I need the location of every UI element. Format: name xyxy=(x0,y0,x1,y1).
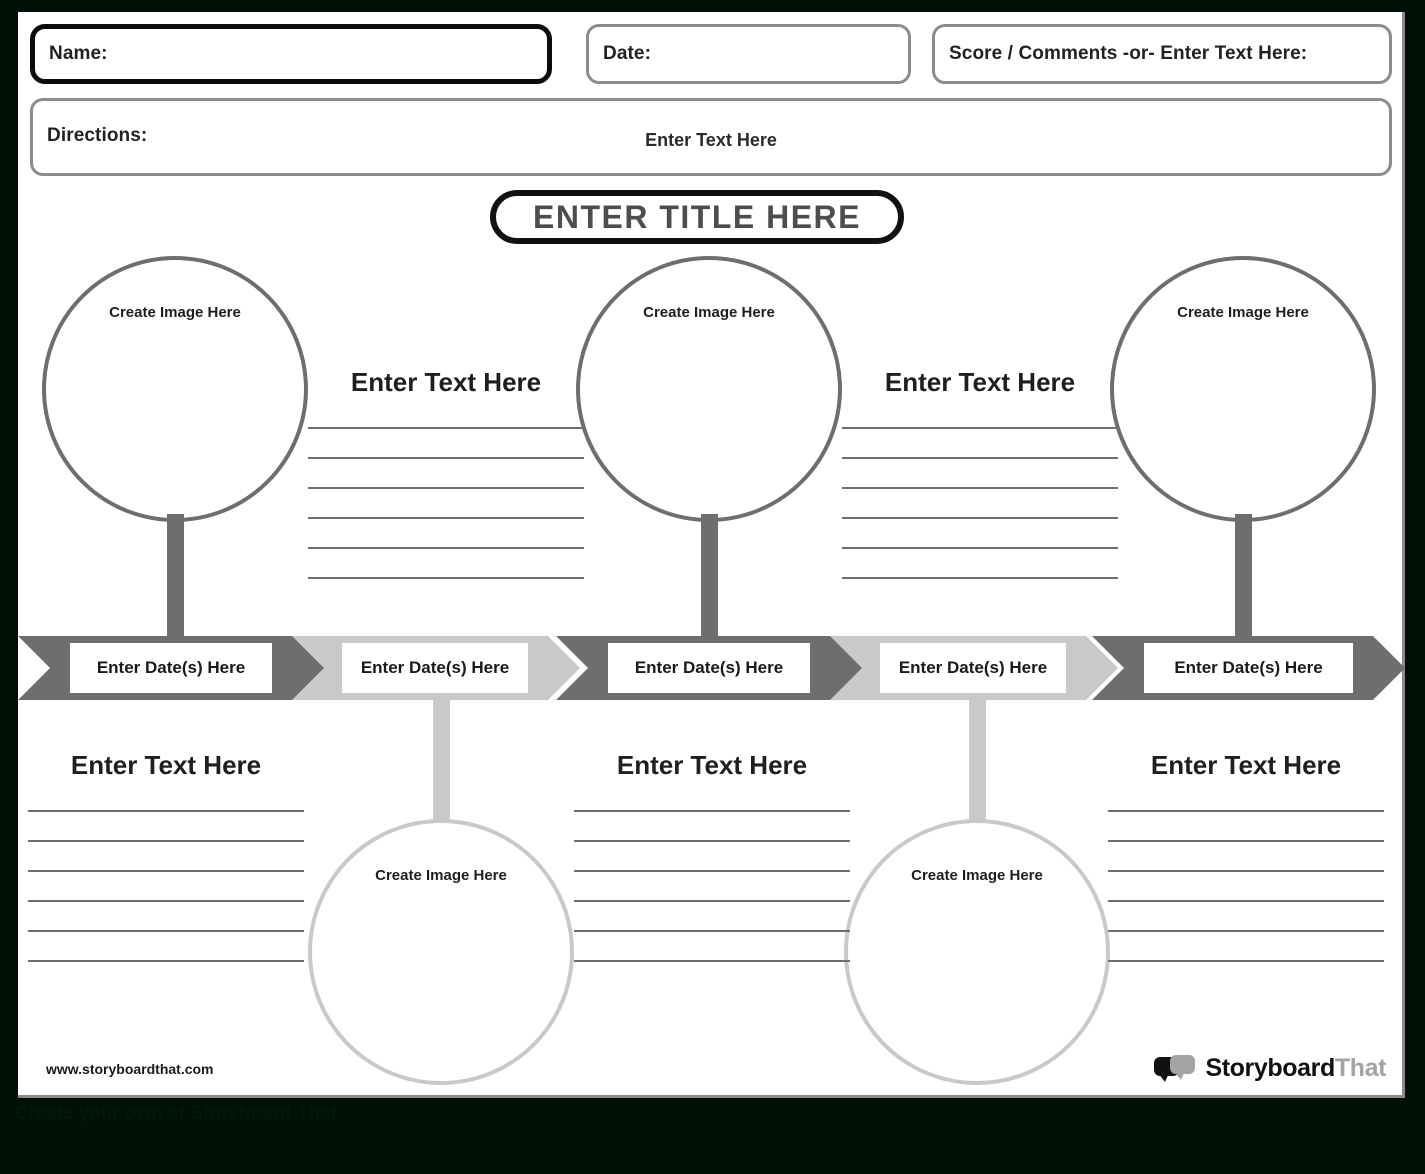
writing-line xyxy=(28,840,304,842)
worksheet-page: Name: Date: Score / Comments -or- Enter … xyxy=(18,12,1405,1098)
directions-value[interactable]: Enter Text Here xyxy=(645,130,777,150)
date-field-label: Date: xyxy=(603,43,652,64)
writing-line xyxy=(308,547,584,549)
text-block-heading: Enter Text Here xyxy=(350,367,542,397)
image-circle-label: Create Image Here xyxy=(911,867,1043,884)
writing-line xyxy=(28,930,304,932)
image-circle-below-2[interactable]: Create Image Here xyxy=(844,819,1110,1085)
writing-line xyxy=(28,900,304,902)
writing-line xyxy=(28,960,304,962)
text-block-heading: Enter Text Here xyxy=(616,750,808,780)
writing-line xyxy=(308,577,584,579)
date-box-label: Enter Date(s) Here xyxy=(898,658,1048,677)
text-block-heading: Enter Text Here xyxy=(70,750,262,780)
image-circle-label: Create Image Here xyxy=(643,304,775,321)
writing-lines[interactable] xyxy=(574,810,850,990)
header-fields-row: Name: Date: Score / Comments -or- Enter … xyxy=(30,24,1392,84)
storyboardthat-logo[interactable]: StoryboardThat xyxy=(1148,1050,1392,1087)
name-field-label: Name: xyxy=(49,43,108,64)
title-box[interactable]: ENTER TITLE HERE xyxy=(490,190,904,244)
timeline-segment-3[interactable]: Enter Date(s) Here xyxy=(556,636,862,700)
logo-word-that: That xyxy=(1334,1054,1387,1082)
writing-line xyxy=(28,870,304,872)
writing-lines[interactable] xyxy=(1108,810,1384,990)
text-block-heading: Enter Text Here xyxy=(1150,750,1342,780)
timeline-strip: Enter Date(s) Here Enter Date(s) Here En… xyxy=(18,636,1405,700)
date-box-label: Enter Date(s) Here xyxy=(1174,658,1323,677)
timeline-segment-1[interactable]: Enter Date(s) Here xyxy=(18,636,324,700)
image-circle-label: Create Image Here xyxy=(375,867,507,884)
site-url[interactable]: www.storyboardthat.com xyxy=(46,1061,214,1077)
writing-line xyxy=(574,840,850,842)
text-block-below-1: Enter Text Here xyxy=(28,750,304,962)
writing-line xyxy=(308,427,584,429)
score-comments-field[interactable]: Score / Comments -or- Enter Text Here: xyxy=(932,24,1392,84)
writing-line xyxy=(1108,960,1384,962)
name-field[interactable]: Name: xyxy=(30,24,552,84)
timeline-segment-2[interactable]: Enter Date(s) Here xyxy=(290,636,580,700)
logo-word-storyboard: Storyboard xyxy=(1205,1054,1335,1082)
writing-line xyxy=(1108,900,1384,902)
writing-line xyxy=(842,487,1118,489)
date-box[interactable]: Enter Date(s) Here xyxy=(608,643,810,693)
date-box-label: Enter Date(s) Here xyxy=(634,658,784,677)
timeline-segment-4[interactable]: Enter Date(s) Here xyxy=(828,636,1118,700)
date-box[interactable]: Enter Date(s) Here xyxy=(70,643,272,693)
bottom-bar-text: Create your own at Storyboard That xyxy=(14,1103,338,1124)
node-stem xyxy=(969,700,986,830)
image-circle-below-1[interactable]: Create Image Here xyxy=(308,819,574,1085)
text-block-above-2: Enter Text Here xyxy=(842,367,1118,579)
score-comments-label: Score / Comments -or- Enter Text Here: xyxy=(949,43,1308,64)
writing-line xyxy=(28,810,304,812)
node-stem xyxy=(1235,514,1252,640)
text-block-heading: Enter Text Here xyxy=(884,367,1076,397)
text-block-above-1: Enter Text Here xyxy=(308,367,584,579)
speech-bubbles-icon xyxy=(1154,1055,1196,1082)
writing-line xyxy=(574,960,850,962)
date-box-label: Enter Date(s) Here xyxy=(96,658,246,677)
date-box[interactable]: Enter Date(s) Here xyxy=(1144,643,1353,693)
writing-line xyxy=(842,427,1118,429)
logo-wordmark: StoryboardThat xyxy=(1205,1054,1386,1083)
writing-line xyxy=(842,547,1118,549)
writing-line xyxy=(842,457,1118,459)
node-stem xyxy=(433,700,450,830)
speech-bubble-front-icon xyxy=(1170,1055,1196,1080)
image-circle-label: Create Image Here xyxy=(1177,304,1309,321)
writing-line xyxy=(574,900,850,902)
writing-line xyxy=(574,930,850,932)
writing-line xyxy=(574,810,850,812)
writing-line xyxy=(842,577,1118,579)
date-field[interactable]: Date: xyxy=(586,24,911,84)
writing-line xyxy=(1108,930,1384,932)
bottom-bar: Create your own at Storyboard That xyxy=(0,1101,1425,1174)
date-box[interactable]: Enter Date(s) Here xyxy=(880,643,1066,693)
writing-line xyxy=(308,457,584,459)
node-stem xyxy=(701,514,718,640)
writing-lines[interactable] xyxy=(842,427,1118,607)
image-circle-above-2[interactable]: Create Image Here xyxy=(576,256,842,522)
timeline-segment-5[interactable]: Enter Date(s) Here xyxy=(1092,636,1405,700)
writing-lines[interactable] xyxy=(28,810,304,990)
date-box-label: Enter Date(s) Here xyxy=(360,658,510,677)
image-circle-above-1[interactable]: Create Image Here xyxy=(42,256,308,522)
page-title: ENTER TITLE HERE xyxy=(532,198,861,235)
writing-lines[interactable] xyxy=(308,427,584,607)
writing-line xyxy=(1108,840,1384,842)
image-circle-label: Create Image Here xyxy=(109,304,241,321)
writing-line xyxy=(842,517,1118,519)
directions-label: Directions: xyxy=(47,125,148,146)
writing-line xyxy=(1108,870,1384,872)
date-box[interactable]: Enter Date(s) Here xyxy=(342,643,528,693)
writing-line xyxy=(308,517,584,519)
writing-line xyxy=(1108,810,1384,812)
writing-line xyxy=(308,487,584,489)
image-circle-above-3[interactable]: Create Image Here xyxy=(1110,256,1376,522)
directions-field[interactable]: Directions: Enter Text Here xyxy=(30,98,1392,176)
text-block-below-3: Enter Text Here xyxy=(1108,750,1384,962)
text-block-below-2: Enter Text Here xyxy=(574,750,850,962)
writing-line xyxy=(574,870,850,872)
node-stem xyxy=(167,514,184,640)
